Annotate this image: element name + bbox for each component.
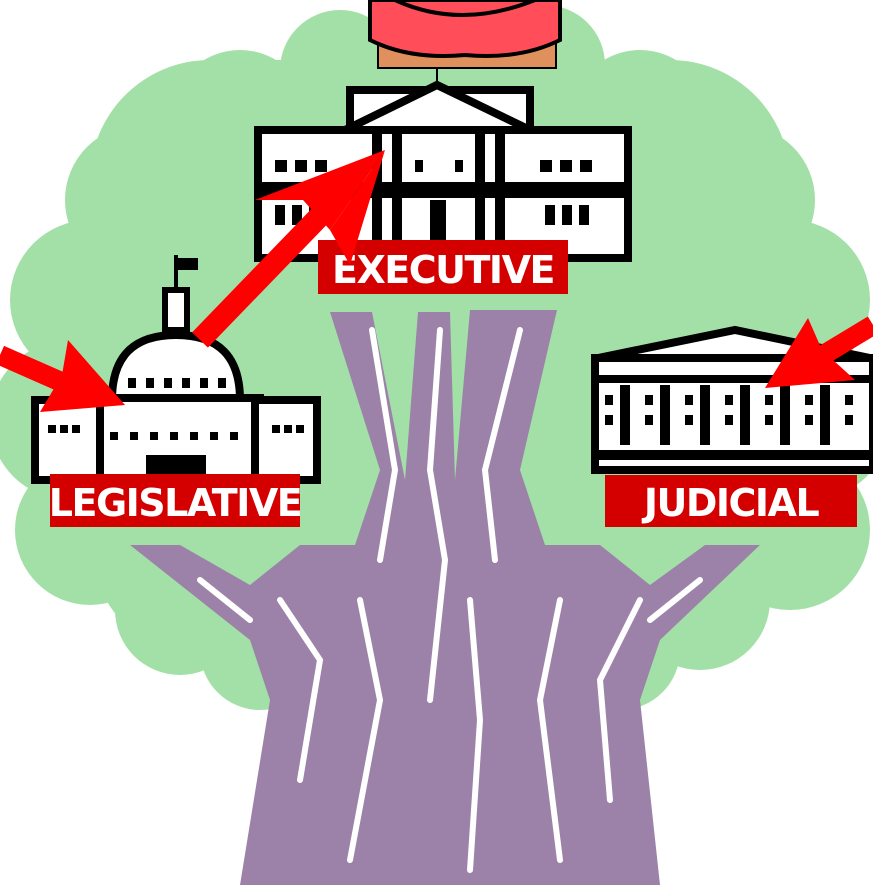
legislative-label-text: LEGISLATIVE bbox=[49, 481, 301, 525]
judicial-label: JUDICIAL bbox=[605, 475, 857, 527]
executive-label: EXECUTIVE bbox=[318, 240, 568, 294]
arrow-into-legislative bbox=[0, 340, 125, 412]
figure-at-top bbox=[368, 0, 562, 85]
arrow-legislative-to-executive bbox=[192, 150, 385, 348]
judicial-label-text: JUDICIAL bbox=[641, 481, 820, 525]
arrow-into-judicial bbox=[765, 316, 873, 388]
legislative-label: LEGISLATIVE bbox=[49, 474, 303, 527]
executive-label-text: EXECUTIVE bbox=[332, 248, 554, 292]
tree-trunk bbox=[130, 310, 760, 885]
